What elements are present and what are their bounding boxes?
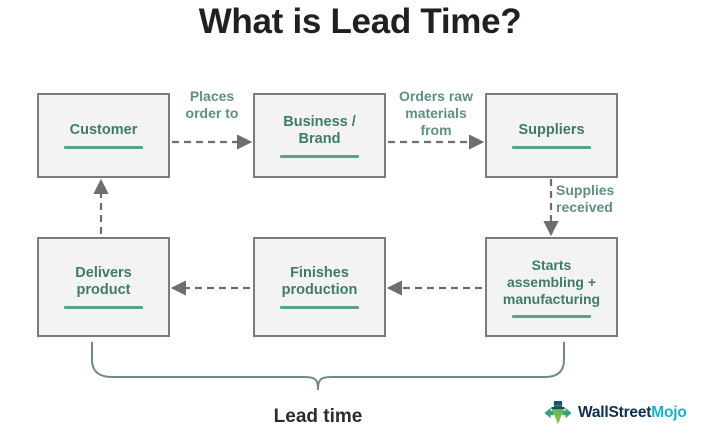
node-suppliers[interactable]: Suppliers bbox=[485, 93, 618, 178]
node-customer[interactable]: Customer bbox=[37, 93, 170, 178]
lead-time-brace bbox=[91, 342, 565, 391]
edge-label-orders-raw-materials-from: Orders raw materials from bbox=[399, 88, 473, 138]
node-suppliers-label: Suppliers bbox=[518, 122, 585, 138]
edge-label-supplies-received: Supplies received bbox=[556, 182, 615, 215]
node-underline bbox=[63, 306, 144, 309]
brand-word-wallstreet: WallStreet bbox=[578, 404, 652, 421]
wallstreetmojo-logo-icon bbox=[544, 401, 572, 425]
lead-time-caption: Lead time bbox=[273, 406, 363, 427]
node-underline bbox=[279, 306, 360, 309]
node-starts-assembling[interactable]: Starts assembling + manufacturing bbox=[485, 237, 618, 337]
node-business-brand-label: Business / Brand bbox=[283, 113, 356, 147]
node-underline bbox=[279, 154, 360, 158]
node-underline bbox=[511, 314, 592, 318]
node-delivers-product[interactable]: Delivers product bbox=[37, 237, 170, 337]
node-customer-label: Customer bbox=[69, 122, 138, 138]
node-underline bbox=[511, 146, 592, 149]
brand-wordmark: WallStreetMojo bbox=[578, 404, 687, 422]
node-finishes-production-label: Finishes production bbox=[281, 265, 358, 298]
node-finishes-production[interactable]: Finishes production bbox=[253, 237, 386, 337]
edge-label-places-order-to: Places order to bbox=[185, 88, 239, 121]
node-starts-assembling-label: Starts assembling + manufacturing bbox=[502, 256, 601, 307]
brand-word-mojo: Mojo bbox=[651, 404, 687, 421]
node-business-brand[interactable]: Business / Brand bbox=[253, 93, 386, 178]
page-title: What is Lead Time? bbox=[198, 2, 522, 41]
node-underline bbox=[63, 146, 144, 149]
wallstreetmojo-brand: WallStreetMojo bbox=[543, 398, 687, 428]
node-delivers-product-label: Delivers product bbox=[75, 265, 132, 298]
